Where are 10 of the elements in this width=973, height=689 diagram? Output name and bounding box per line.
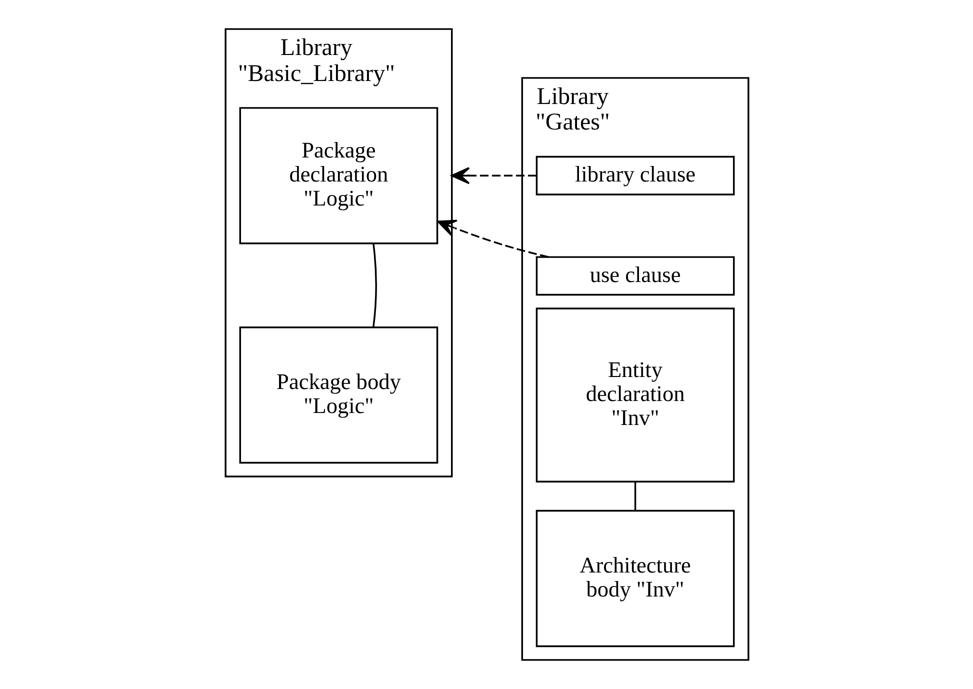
node-box: Package declaration "Logic" — [238, 107, 438, 244]
node-box: library clause — [535, 156, 734, 196]
connector — [634, 482, 636, 511]
connector — [372, 244, 376, 327]
arrow — [436, 220, 548, 258]
arrow — [450, 167, 536, 184]
node-box: use clause — [535, 256, 734, 296]
node-box: Entity declaration "Inv" — [535, 308, 734, 482]
node-box: Package body "Logic" — [238, 326, 438, 464]
node-box: Architecture body "Inv" — [535, 510, 734, 648]
